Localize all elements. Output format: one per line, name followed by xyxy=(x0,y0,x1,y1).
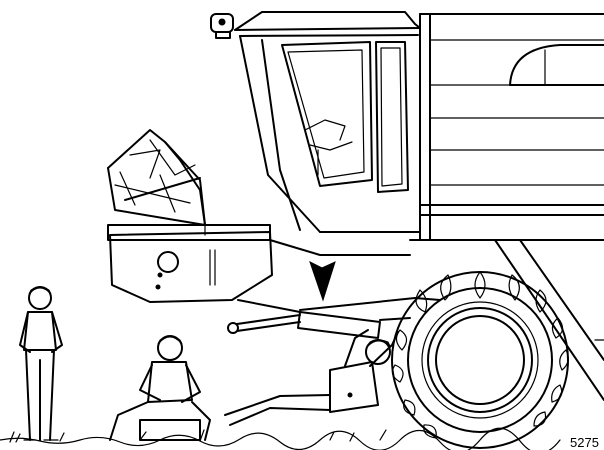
figure-number: 5275 xyxy=(570,435,599,450)
operator-person-icon xyxy=(19,286,63,441)
feeder-house xyxy=(107,129,411,313)
operator-person-icon xyxy=(224,329,399,426)
combine-cab xyxy=(210,11,421,233)
operator-person-icon xyxy=(109,335,211,441)
combine-body xyxy=(409,13,604,401)
arrow-down-icon xyxy=(309,261,336,302)
hydraulic-cylinder xyxy=(227,297,441,339)
tire-icon xyxy=(391,271,569,449)
